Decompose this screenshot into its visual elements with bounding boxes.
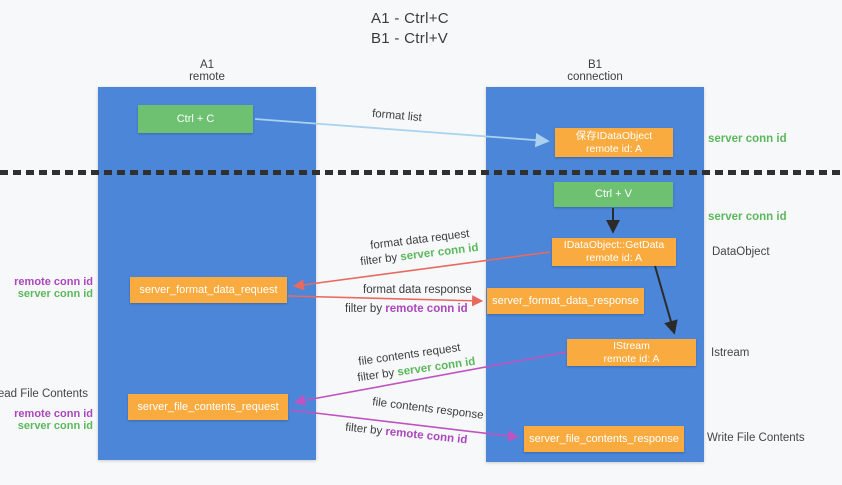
node-server-format-data-request: server_format_data_request [130, 277, 287, 303]
edge-label-format-data-response-filter: filter by remote conn id [345, 303, 468, 315]
title-line-a1: A1 - Ctrl+C [371, 10, 449, 27]
node-ctrl-c: Ctrl + C [138, 105, 253, 133]
side-label-server-conn-id-top: server conn id [708, 133, 787, 145]
node-server-format-data-response: server_format_data_response [487, 288, 644, 314]
edge-label-file-contents-response: file contents response [371, 396, 485, 422]
side-label-istream: Istream [711, 347, 750, 359]
edge-label-format-data-response: format data response [363, 284, 472, 296]
side-label-conn-ids-upper: remote conn id server conn id [14, 276, 93, 300]
filter-value-remote-conn-id: remote conn id [385, 303, 468, 315]
filter-prefix: filter by [356, 366, 399, 385]
lane-header-right: B1 connection [486, 59, 704, 83]
lane-right-role: connection [567, 71, 623, 83]
node-server-format-data-response-label: server_format_data_response [492, 294, 639, 307]
edge-label-format-list: format list [371, 107, 423, 125]
title-line-b1: B1 - Ctrl+V [371, 30, 449, 47]
side-label-remote-conn-id-upper: remote conn id [14, 276, 93, 288]
lane-left-name: A1 [199, 59, 215, 71]
node-save-idataobject-line2: remote id: A [585, 142, 643, 155]
arrow-format-data-response [287, 295, 484, 307]
node-save-idataobject-line1: 保存IDataObject [575, 129, 653, 142]
node-ctrl-v: Ctrl + V [554, 182, 673, 207]
node-save-idataobject: 保存IDataObject remote id: A [555, 128, 673, 157]
side-label-dataobject: DataObject [712, 246, 770, 258]
boundary-dotted-line [0, 170, 842, 175]
side-label-server-conn-id-upper: server conn id [17, 287, 93, 300]
node-server-format-data-request-label: server_format_data_request [139, 283, 278, 296]
node-server-file-contents-response-label: server_file_contents_response [529, 432, 679, 445]
node-server-file-contents-request: server_file_contents_request [128, 394, 288, 420]
lane-left-role: remote [189, 71, 225, 83]
edge-label-file-contents-response-filter: filter by remote conn id [345, 422, 468, 447]
side-label-conn-ids-lower: remote conn id server conn id [14, 408, 93, 432]
filter-value-remote-conn-id: remote conn id [384, 425, 468, 447]
node-istream-line2: remote id: A [603, 352, 660, 365]
node-ctrl-v-label: Ctrl + V [595, 188, 632, 200]
node-istream: IStream remote id: A [567, 339, 696, 366]
node-server-file-contents-request-label: server_file_contents_request [137, 400, 279, 413]
node-idataobject-getdata-line2: remote id: A [585, 252, 643, 264]
node-idataobject-getdata: IDataObject::GetData remote id: A [552, 238, 676, 266]
side-label-server-conn-id-lower: server conn id [17, 419, 93, 432]
lane-header-left: A1 remote [98, 59, 316, 83]
side-label-remote-conn-id-lower: remote conn id [14, 408, 93, 420]
side-label-write-file-contents: Write File Contents [707, 432, 805, 444]
node-istream-line1: IStream [613, 339, 650, 352]
node-idataobject-getdata-line1: IDataObject::GetData [563, 239, 665, 251]
lane-right-name: B1 [587, 59, 603, 71]
filter-prefix: filter by [345, 303, 386, 315]
filter-prefix: filter by [344, 421, 387, 438]
node-server-file-contents-response: server_file_contents_response [524, 426, 684, 452]
side-label-server-conn-id-mid: server conn id [708, 211, 787, 223]
diagram-title: A1 - Ctrl+C B1 - Ctrl+V [371, 9, 449, 49]
side-label-read-file-contents: Read File Contents [0, 388, 88, 400]
node-ctrl-c-label: Ctrl + C [176, 112, 215, 125]
filter-prefix: filter by [359, 251, 402, 269]
